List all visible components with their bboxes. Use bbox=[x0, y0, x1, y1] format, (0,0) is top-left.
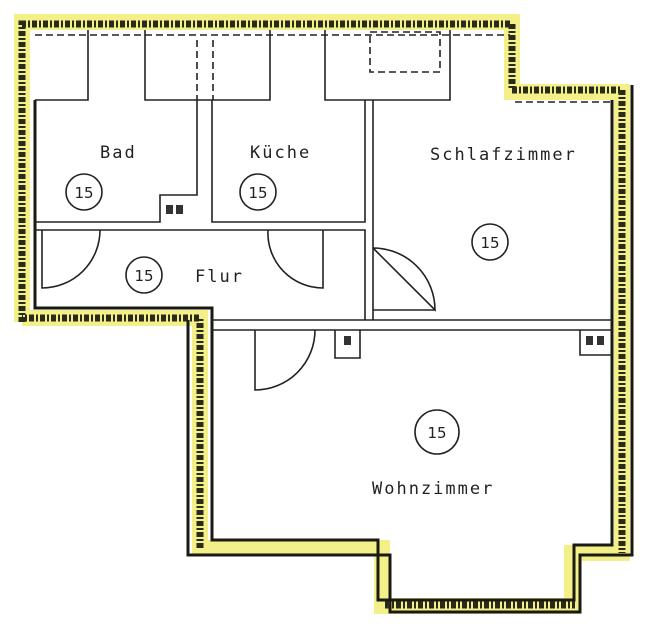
interior-walls bbox=[35, 100, 612, 359]
room-number: 15 bbox=[248, 184, 267, 202]
duct-icon bbox=[586, 336, 593, 345]
room-number-circle bbox=[65, 173, 103, 211]
room-schlafzimmer: Schlafzimmer 15 bbox=[430, 145, 577, 261]
door-schlafzimmer[interactable] bbox=[372, 247, 436, 312]
doors bbox=[41, 229, 436, 391]
outer-walls bbox=[18, 20, 634, 614]
room-wohnzimmer: Wohnzimmer 15 bbox=[372, 409, 494, 499]
room-kueche: Küche 15 bbox=[239, 143, 311, 211]
door-kueche[interactable] bbox=[267, 229, 324, 289]
room-number: 15 bbox=[427, 424, 446, 442]
room-label: Küche bbox=[250, 143, 311, 163]
door-bad[interactable] bbox=[41, 229, 101, 289]
room-flur: Flur 15 bbox=[125, 256, 244, 294]
room-number: 15 bbox=[74, 184, 93, 202]
window-niches bbox=[35, 30, 612, 103]
duct-icon bbox=[597, 336, 604, 345]
room-number-circle bbox=[471, 223, 509, 261]
duct-icon bbox=[176, 205, 183, 214]
room-number-circle bbox=[239, 173, 277, 211]
room-label: Bad bbox=[100, 143, 137, 163]
room-label: Schlafzimmer bbox=[430, 145, 577, 165]
outer-wall-highlight bbox=[14, 14, 630, 614]
room-number-circle bbox=[125, 256, 163, 294]
room-number-circle bbox=[414, 409, 460, 455]
room-number: 15 bbox=[480, 234, 499, 252]
room-label: Wohnzimmer bbox=[372, 479, 494, 499]
room-number: 15 bbox=[134, 267, 153, 285]
room-bad: Bad 15 bbox=[65, 143, 137, 211]
duct-icon bbox=[344, 336, 351, 345]
duct-icon bbox=[166, 205, 173, 214]
room-label: Flur bbox=[195, 267, 244, 287]
door-wohnzimmer[interactable] bbox=[254, 329, 316, 391]
